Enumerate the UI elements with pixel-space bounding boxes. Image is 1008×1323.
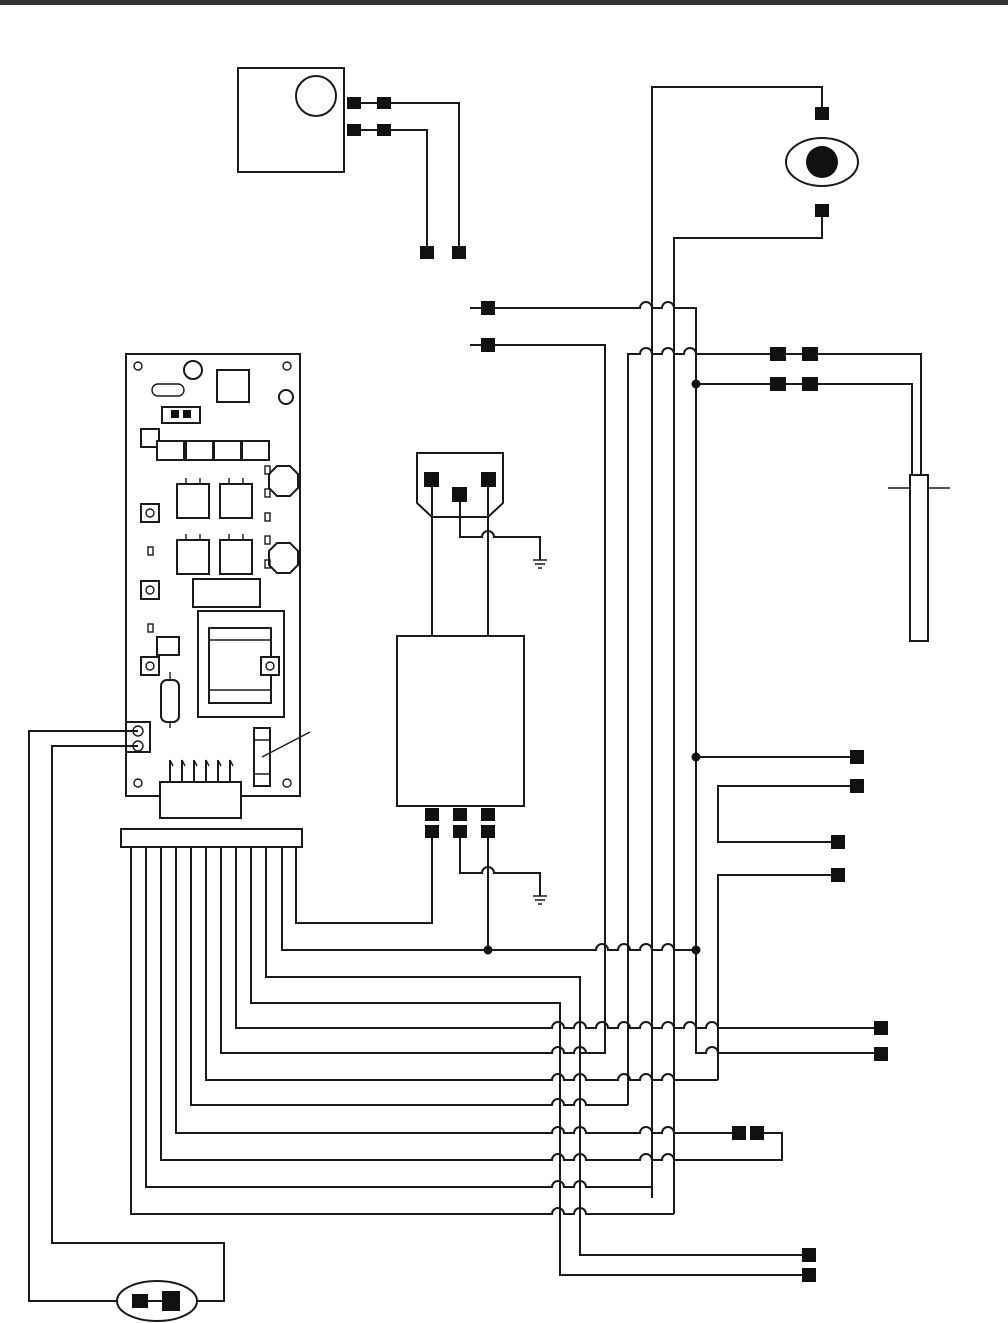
power-receptacle xyxy=(417,453,547,636)
line-filter xyxy=(296,636,547,955)
wire-harness xyxy=(121,829,302,847)
remote-connector xyxy=(29,731,224,1321)
loose-terminals xyxy=(470,301,495,352)
temperature-probe xyxy=(770,347,950,641)
pressure-switch xyxy=(238,68,466,259)
control-board xyxy=(126,354,310,818)
top-rule xyxy=(0,0,1008,5)
ignitor xyxy=(652,87,858,1214)
